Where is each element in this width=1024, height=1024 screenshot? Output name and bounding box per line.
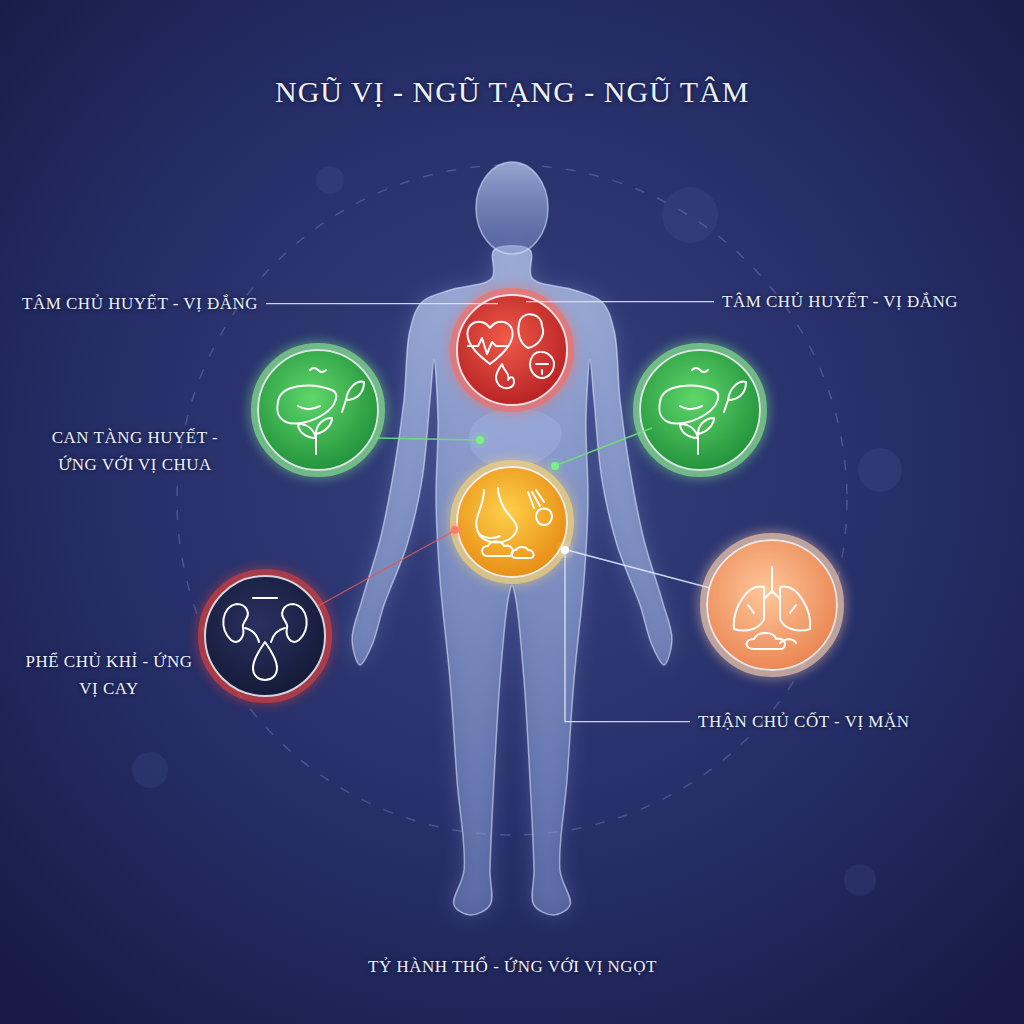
kidney-icon-stroke bbox=[223, 604, 248, 642]
organ-label: TÂM CHỦ HUYẾT - VỊ ĐẮNG bbox=[722, 288, 958, 315]
lung-icon-stroke bbox=[747, 633, 785, 649]
organ-label: TỶ HÀNH THỔ - ỨNG VỚI VỊ NGỌT bbox=[368, 953, 657, 980]
liver-icon-stroke bbox=[724, 382, 746, 412]
lung-icon-stroke bbox=[764, 567, 780, 599]
leader-line bbox=[526, 301, 714, 302]
lung-icon bbox=[734, 567, 810, 649]
kidney-icon-stroke bbox=[282, 604, 307, 642]
stomach-circle-glow bbox=[453, 463, 571, 581]
heart-icon-stroke bbox=[518, 314, 543, 348]
kidney-circle bbox=[205, 576, 325, 696]
stomach-icon-stroke bbox=[482, 542, 513, 557]
leader-dot bbox=[551, 462, 559, 470]
leader-dot bbox=[451, 526, 459, 534]
kidney-icon-stroke bbox=[253, 642, 277, 680]
leader-line bbox=[318, 532, 452, 606]
kidney-icon bbox=[223, 598, 306, 680]
body-head bbox=[476, 162, 548, 254]
stomach-icon-stroke bbox=[528, 490, 544, 508]
liver-circle-glow bbox=[254, 346, 382, 474]
heart-icon-stroke bbox=[530, 352, 554, 378]
leader-lines bbox=[266, 302, 714, 722]
organ-label: THẬN CHỦ CỐT - VỊ MẶN bbox=[698, 708, 910, 735]
liver-icon bbox=[659, 368, 746, 454]
heart-icon-stroke bbox=[467, 322, 512, 364]
lung-icon-stroke bbox=[780, 639, 796, 643]
bokeh bbox=[132, 752, 168, 788]
heart-icon-stroke bbox=[536, 364, 548, 374]
leader-line bbox=[565, 552, 690, 722]
leader-dot bbox=[561, 546, 569, 554]
heart-circle-glow bbox=[453, 291, 571, 409]
stomach-icon-stroke bbox=[536, 509, 552, 526]
stomach-circle bbox=[457, 467, 567, 577]
lung-icon-stroke bbox=[734, 587, 764, 631]
lung-circle-glow bbox=[703, 536, 841, 674]
stomach-icon-stroke bbox=[476, 488, 517, 543]
lung-icon-stroke bbox=[748, 605, 796, 613]
bokeh bbox=[316, 166, 344, 194]
bokeh bbox=[662, 187, 718, 243]
body-figure bbox=[352, 246, 672, 915]
stomach-icon bbox=[476, 488, 552, 558]
leader-line bbox=[557, 428, 652, 465]
inner-organ bbox=[469, 409, 562, 469]
lung-icon-stroke bbox=[780, 587, 810, 631]
bokeh bbox=[858, 448, 902, 492]
liver-icon-stroke bbox=[298, 418, 332, 454]
organ-label: PHỂ CHỦ KHỈ - ỨNG VỊ CAY bbox=[24, 648, 194, 702]
liver-icon-stroke bbox=[680, 418, 714, 454]
organ-label: TÂM CHỦ HUYẾT - VỊ ĐẮNG bbox=[22, 290, 258, 317]
liver-circle-glow bbox=[636, 346, 764, 474]
kidney-icon-stroke bbox=[253, 597, 277, 599]
liver-icon-stroke bbox=[680, 406, 702, 409]
liver-icon-stroke bbox=[310, 368, 326, 372]
liver-icon-stroke bbox=[342, 382, 364, 412]
organ-label: CAN TÀNG HUYẾT - ỨNG VỚI VỊ CHUA bbox=[30, 424, 240, 478]
kidney-icon-stroke bbox=[245, 628, 285, 642]
liver-icon-stroke bbox=[692, 368, 708, 372]
liver-icon-stroke bbox=[298, 406, 320, 409]
stomach-icon-stroke bbox=[478, 532, 500, 538]
heart-icon bbox=[467, 314, 554, 388]
heart-icon-stroke bbox=[496, 364, 514, 388]
leader-line bbox=[567, 550, 710, 588]
heart-circle bbox=[457, 295, 567, 405]
leader-line bbox=[266, 303, 498, 304]
stomach-icon-stroke bbox=[512, 547, 534, 558]
liver-circle bbox=[258, 350, 378, 470]
kidney-circle-glow bbox=[201, 572, 329, 700]
diagram-title: NGŨ VỊ - NGŨ TẠNG - NGŨ TÂM bbox=[275, 68, 749, 116]
bokeh bbox=[844, 864, 876, 896]
leader-line bbox=[376, 438, 477, 440]
liver-icon bbox=[277, 368, 364, 454]
leader-dot bbox=[476, 436, 484, 444]
lung-circle bbox=[707, 540, 837, 670]
liver-circle bbox=[640, 350, 760, 470]
heart-icon-stroke bbox=[468, 338, 508, 354]
body-glow bbox=[352, 246, 672, 915]
